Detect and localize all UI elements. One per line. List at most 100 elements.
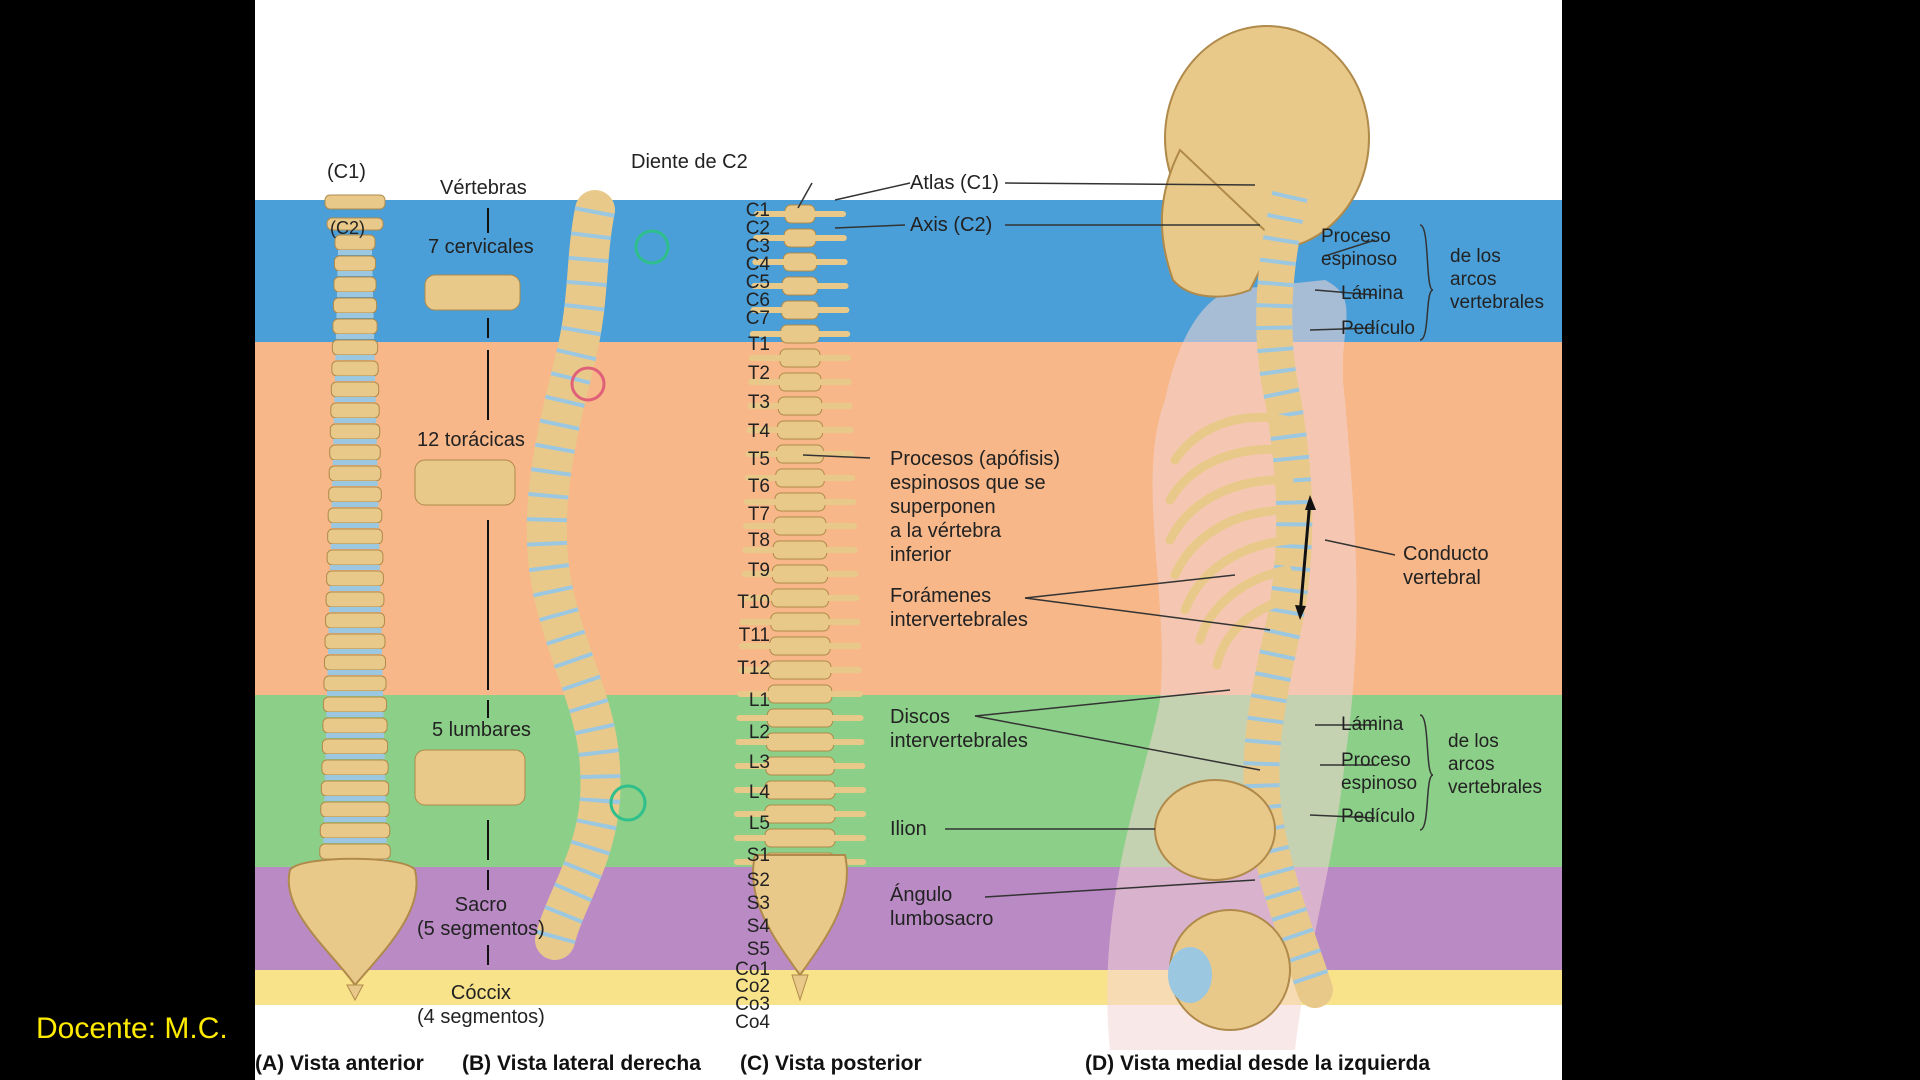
vertebra-level-label: T9 xyxy=(747,560,770,581)
lumbar-label: 5 lumbares xyxy=(432,719,531,741)
vertebra-level-label: Co3 xyxy=(735,994,770,1015)
vertebra-level-label: S1 xyxy=(746,845,770,866)
anterior-vertebra-body xyxy=(324,633,386,650)
spinous-process-lower-label: Proceso espinoso xyxy=(1341,750,1418,794)
arch-braces xyxy=(1419,224,1434,831)
anterior-disc xyxy=(336,313,374,318)
anterior-vertebra-body xyxy=(323,675,387,692)
anterior-disc xyxy=(335,334,375,339)
anterior-vertebra-body xyxy=(331,339,379,356)
anterior-disc xyxy=(326,691,384,696)
spinous-process-upper-label: Proceso espinoso xyxy=(1321,226,1398,270)
vertebra-level-label: T5 xyxy=(747,449,770,470)
anterior-vertebra-body xyxy=(320,780,390,797)
vertebra-level-label: C2 xyxy=(745,218,770,239)
anterior-vertebra-body xyxy=(319,822,391,839)
intervertebral-discs-label: Discos intervertebrales xyxy=(890,706,1028,752)
ilium-label: Ilion xyxy=(890,818,927,840)
caption-c: (C) Vista posterior xyxy=(740,1052,922,1075)
anterior-disc xyxy=(334,397,376,402)
thoracic-vertebra-icon xyxy=(414,459,516,506)
anterior-disc xyxy=(337,271,373,276)
pedicle-upper-label: Pedículo xyxy=(1341,318,1415,339)
vertebra-level-label: C7 xyxy=(745,308,770,329)
anterior-disc xyxy=(331,523,379,528)
vertebra-level-label: T12 xyxy=(737,658,770,679)
anterior-disc xyxy=(324,775,386,780)
cervical-vertebra-icon xyxy=(424,274,521,311)
anterior-vertebra-body xyxy=(332,297,378,314)
intervertebral-foramina-label: Forámenes intervertebrales xyxy=(890,585,1028,631)
anterior-vertebrae xyxy=(319,234,391,864)
vertebra-level-label: S2 xyxy=(746,870,770,891)
vertebra-level-label: L4 xyxy=(748,782,770,803)
anterior-vertebra-body xyxy=(329,444,381,461)
anterior-disc xyxy=(332,481,378,486)
vertebra-level-label: C6 xyxy=(745,290,770,311)
anterior-vertebra-body xyxy=(324,654,386,671)
lateral-spine xyxy=(526,190,621,960)
anterior-vertebra-body xyxy=(332,318,378,335)
vertebra-level-label: T1 xyxy=(747,334,770,355)
arches-lower-label: de los arcos vertebrales xyxy=(1448,731,1542,798)
coccyx-band xyxy=(255,970,1562,1005)
lumbosacral-angle-label: Ángulo lumbosacro xyxy=(890,884,994,930)
vertebra-level-label: L2 xyxy=(748,722,770,743)
anterior-spine xyxy=(324,194,386,231)
vertebra-level-label: T11 xyxy=(738,625,770,646)
anterior-vertebra-body xyxy=(322,717,388,734)
vertebra-level-label: C3 xyxy=(745,236,770,257)
vertebra-level-label: S3 xyxy=(746,893,770,914)
vertebra-level-label: T6 xyxy=(747,476,770,497)
anterior-vertebra-body xyxy=(333,255,377,272)
vertebra-level-label: L1 xyxy=(748,690,770,711)
anterior-disc xyxy=(330,565,380,570)
caption-a: (A) Vista anterior xyxy=(255,1052,424,1075)
t-vertebra-highlight xyxy=(570,366,606,402)
anterior-disc xyxy=(324,796,386,801)
lamina-lower-label: Lámina xyxy=(1341,714,1404,735)
anterior-vertebra-body xyxy=(329,423,381,440)
vertebra-level-label: S4 xyxy=(746,916,770,937)
anterior-disc xyxy=(323,838,387,843)
anterior-disc xyxy=(331,502,379,507)
spinous-processes-label: Procesos (apófisis) espinosos que se sup… xyxy=(890,448,1061,566)
pedicle-lower-label: Pedículo xyxy=(1341,806,1415,827)
anterior-vertebra-body xyxy=(330,402,380,419)
anterior-disc xyxy=(325,733,385,738)
c-vertebra-highlight xyxy=(634,229,670,265)
medial-spine xyxy=(1243,177,1333,1008)
vertebra-level-label: C4 xyxy=(745,254,770,275)
anterior-disc xyxy=(328,649,382,654)
anterior-disc xyxy=(328,628,382,633)
vertebra-level-label: L3 xyxy=(748,752,770,773)
anterior-disc xyxy=(323,817,387,822)
anterior-disc xyxy=(329,607,381,612)
vertebra-level-label: T7 xyxy=(747,504,770,525)
anterior-disc xyxy=(326,712,384,717)
anterior-vertebra-body xyxy=(327,507,383,524)
vertebra-level-label: S5 xyxy=(746,939,770,960)
axis-label: Axis (C2) xyxy=(910,214,993,236)
dens-label: Diente de C2 xyxy=(631,151,748,173)
thoracic-label: 12 torácicas xyxy=(417,429,525,451)
ilium-bone xyxy=(1154,779,1276,881)
anterior-disc xyxy=(333,439,377,444)
lamina-upper-label: Lámina xyxy=(1341,283,1404,304)
c2-label: (C2) xyxy=(330,218,365,238)
anterior-vertebra-body xyxy=(326,549,384,566)
spine-illustration xyxy=(287,25,1434,1050)
face xyxy=(1160,148,1277,298)
anterior-disc xyxy=(327,670,383,675)
anterior-disc xyxy=(335,355,375,360)
leader-lines xyxy=(797,182,1396,898)
anterior-disc xyxy=(334,376,376,381)
lecturer-footer: Docente: M.C. xyxy=(36,1012,228,1045)
cervical-label: 7 cervicales xyxy=(428,236,534,258)
anterior-disc xyxy=(333,418,377,423)
caption-d: (D) Vista medial desde la izquierda xyxy=(1085,1052,1431,1075)
anterior-vertebra-body xyxy=(325,612,385,629)
anterior-vertebra-body xyxy=(328,486,382,503)
anterior-disc xyxy=(332,460,378,465)
vertebra-level-label: T3 xyxy=(747,392,770,413)
